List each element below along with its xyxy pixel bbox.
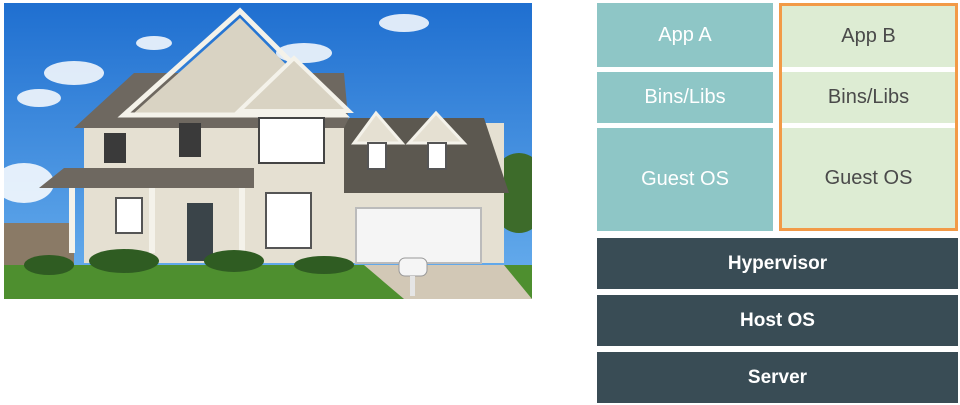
host-os-layer: Host OS [597,295,958,346]
vm-b-bins-layer: Bins/Libs [782,72,955,123]
hypervisor-label: Hypervisor [727,252,828,274]
vm-b-os-label: Guest OS [824,166,913,189]
house-photo [4,3,532,299]
vm-a-os-label: Guest OS [641,168,729,190]
vm-b-app-label: App B [841,25,896,47]
server-layer: Server [597,352,958,403]
vm-a-bins-label: Bins/Libs [644,86,726,108]
vm-a-app-layer: App A [597,3,773,67]
vm-b-os-layer: Guest OS [782,128,955,228]
server-label: Server [747,366,808,388]
vm-b-app-layer: App B [782,6,955,67]
vm-a-bins-layer: Bins/Libs [597,72,773,123]
vm-b-bins-label: Bins/Libs [827,86,910,108]
host-os-label: Host OS [740,309,815,331]
hypervisor-layer: Hypervisor [597,238,958,289]
vm-a-os-layer: Guest OS [597,128,773,231]
vm-a-app-label: App A [658,23,712,46]
